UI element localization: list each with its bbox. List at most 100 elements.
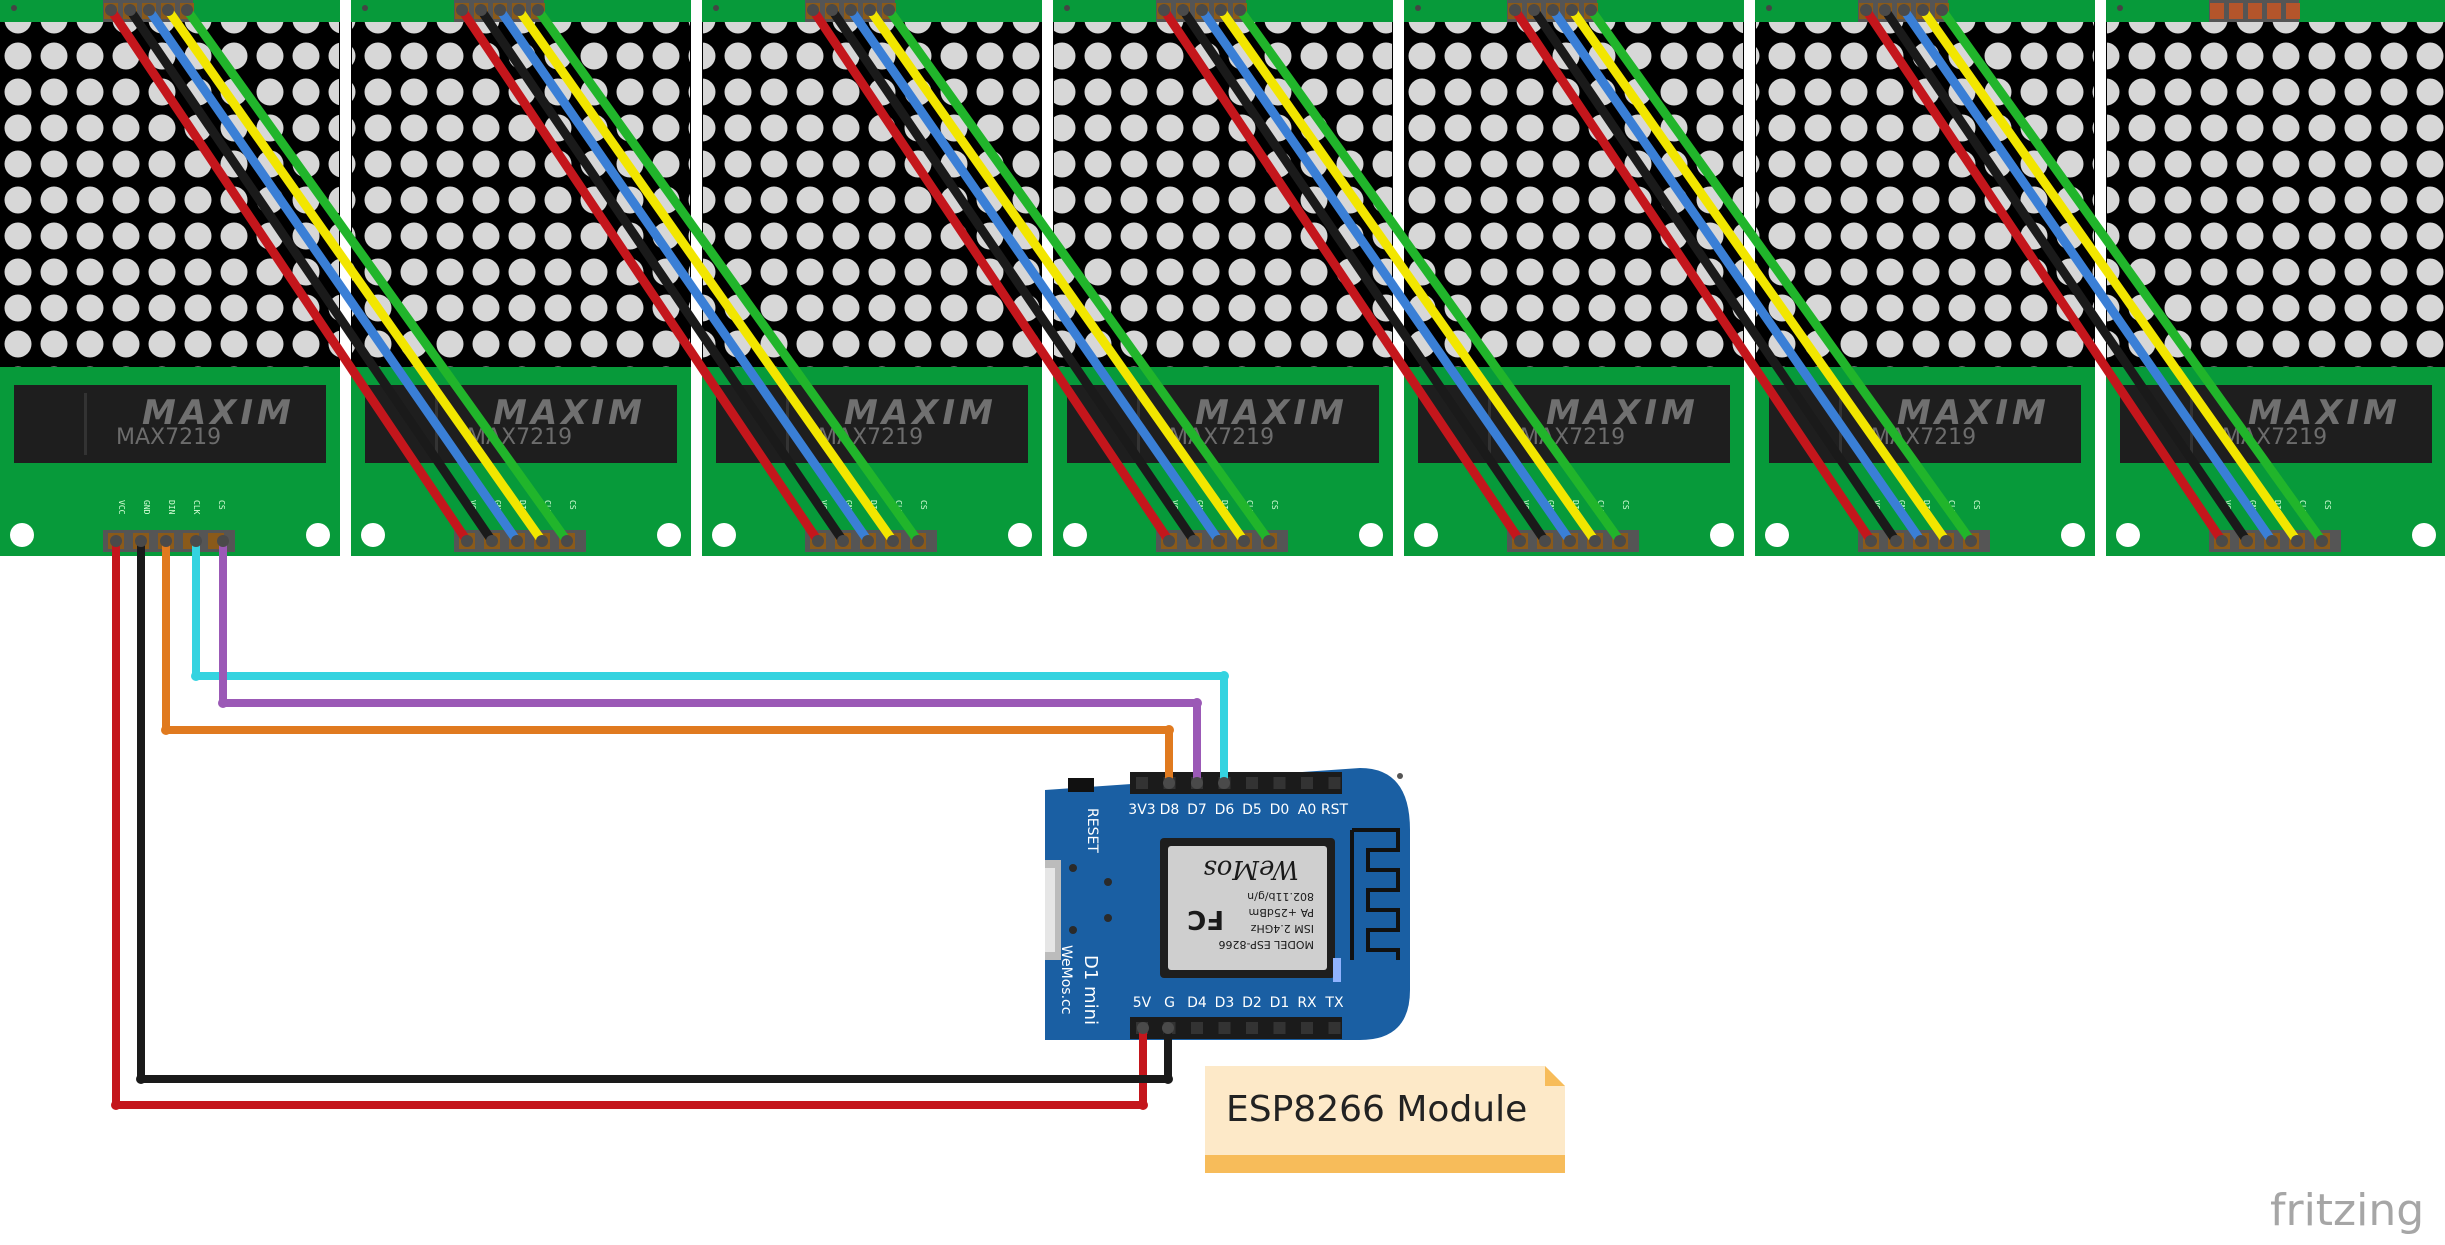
chain-wire[interactable] bbox=[1159, 5, 1525, 546]
esp-wire[interactable] bbox=[219, 541, 1201, 783]
esp-wire[interactable] bbox=[112, 541, 1147, 1109]
mount-hole bbox=[1710, 523, 1734, 547]
wire-end bbox=[1898, 4, 1910, 16]
chip-brand: MAXIM bbox=[1195, 393, 1348, 433]
chain-wire[interactable] bbox=[1548, 5, 1926, 546]
header-pin[interactable] bbox=[1136, 777, 1148, 789]
input-pin-pad[interactable] bbox=[2229, 3, 2243, 19]
chain-wire[interactable] bbox=[1586, 5, 1976, 546]
connector-dot bbox=[2117, 5, 2123, 11]
chain-wire[interactable] bbox=[884, 5, 1274, 546]
wire-end bbox=[1177, 4, 1189, 16]
input-pin-pad[interactable] bbox=[2267, 3, 2281, 19]
header-pin[interactable] bbox=[1218, 1022, 1231, 1034]
chain-wire[interactable] bbox=[846, 5, 1224, 546]
header-pin[interactable] bbox=[1246, 1022, 1258, 1034]
board-name-label: D1 mini bbox=[1080, 955, 1101, 1025]
header-pin[interactable] bbox=[1191, 1022, 1203, 1034]
chain-wire[interactable] bbox=[1899, 5, 2277, 546]
wire-end bbox=[536, 535, 548, 547]
led-indicator-icon bbox=[1333, 958, 1341, 982]
chain-wire[interactable] bbox=[106, 5, 472, 546]
mount-pad bbox=[1104, 914, 1112, 922]
bottom-pin-label: D1 bbox=[1270, 995, 1290, 1011]
chain-wire[interactable] bbox=[457, 5, 823, 546]
chain-wire[interactable] bbox=[533, 5, 923, 546]
chain-wire[interactable] bbox=[495, 5, 873, 546]
header-pin[interactable] bbox=[1273, 777, 1286, 789]
mount-hole bbox=[657, 523, 681, 547]
wemos-d1-mini-board[interactable]: MODEL ESP-8266 ISM 2.4GHz PA +25dBm 802.… bbox=[1045, 768, 1410, 1040]
header-pin[interactable] bbox=[1328, 1022, 1341, 1034]
bottom-pin-label: G bbox=[1164, 995, 1175, 1011]
connector-dot bbox=[713, 5, 719, 11]
led-dot-grid bbox=[1, 22, 339, 367]
fritzing-watermark: fritzing bbox=[2270, 1185, 2424, 1236]
wire-end bbox=[475, 4, 487, 16]
header-pin[interactable] bbox=[1301, 1022, 1313, 1034]
header-pin[interactable] bbox=[1273, 1022, 1286, 1034]
pin-label: CS bbox=[217, 500, 226, 510]
chain-wire[interactable] bbox=[1880, 5, 2252, 546]
chain-wire[interactable] bbox=[1529, 5, 1901, 546]
mount-pad bbox=[1069, 864, 1077, 872]
chain-wire[interactable] bbox=[1918, 5, 2302, 546]
wire-end bbox=[135, 535, 147, 547]
wire-end bbox=[143, 4, 155, 16]
chain-wire[interactable] bbox=[1937, 5, 2327, 546]
input-pin-pad[interactable] bbox=[2210, 3, 2224, 19]
wire-end bbox=[1936, 4, 1948, 16]
wire-bend bbox=[161, 725, 171, 735]
pin-label: CS bbox=[1621, 500, 1630, 510]
chain-wire[interactable] bbox=[163, 5, 547, 546]
input-pin-pad[interactable] bbox=[2286, 3, 2300, 19]
chain-wire[interactable] bbox=[827, 5, 1199, 546]
wire-end bbox=[456, 4, 468, 16]
mount-hole bbox=[2412, 523, 2436, 547]
chain-wire[interactable] bbox=[1197, 5, 1575, 546]
chain-wire[interactable] bbox=[1235, 5, 1625, 546]
connector-dot bbox=[11, 5, 17, 11]
chain-wire[interactable] bbox=[514, 5, 898, 546]
wire-end bbox=[812, 535, 824, 547]
mount-hole bbox=[361, 523, 385, 547]
mount-hole bbox=[1359, 523, 1383, 547]
wire-end bbox=[1614, 535, 1626, 547]
header-pin[interactable] bbox=[1246, 777, 1258, 789]
wire-end bbox=[1238, 535, 1250, 547]
esp-wire[interactable] bbox=[137, 541, 1172, 1083]
input-pin-pad[interactable] bbox=[2248, 3, 2262, 19]
connector-dot bbox=[362, 5, 368, 11]
chain-wire[interactable] bbox=[476, 5, 848, 546]
wire-end bbox=[1566, 4, 1578, 16]
esp8266-shield bbox=[1168, 846, 1327, 970]
pin-label: CLK bbox=[192, 500, 201, 515]
esp8266-label-block: MODEL ESP-8266 ISM 2.4GHz PA +25dBm 802.… bbox=[1187, 854, 1314, 951]
led-dot-grid bbox=[703, 22, 1041, 367]
esp-wire[interactable] bbox=[162, 541, 1173, 783]
wire-end bbox=[845, 4, 857, 16]
chain-wire[interactable] bbox=[125, 5, 497, 546]
chain-wire[interactable] bbox=[865, 5, 1249, 546]
wire-bend bbox=[1163, 1074, 1173, 1084]
reset-button-icon[interactable] bbox=[1068, 778, 1094, 792]
chain-wire[interactable] bbox=[1567, 5, 1951, 546]
header-pin[interactable] bbox=[1301, 777, 1313, 789]
note-box[interactable]: ESP8266 Module bbox=[1205, 1066, 1565, 1173]
esp-connection-wires bbox=[110, 535, 1230, 1110]
chain-wire[interactable] bbox=[808, 5, 1174, 546]
chain-wire[interactable] bbox=[1861, 5, 2227, 546]
pin-label: CS bbox=[1270, 500, 1279, 510]
chain-wire[interactable] bbox=[1178, 5, 1550, 546]
esp-wire[interactable] bbox=[192, 541, 1228, 783]
chain-wire[interactable] bbox=[1510, 5, 1876, 546]
chain-wire[interactable] bbox=[182, 5, 572, 546]
header-pin[interactable] bbox=[1328, 777, 1341, 789]
chain-wire[interactable] bbox=[144, 5, 522, 546]
chain-wire[interactable] bbox=[1216, 5, 1600, 546]
